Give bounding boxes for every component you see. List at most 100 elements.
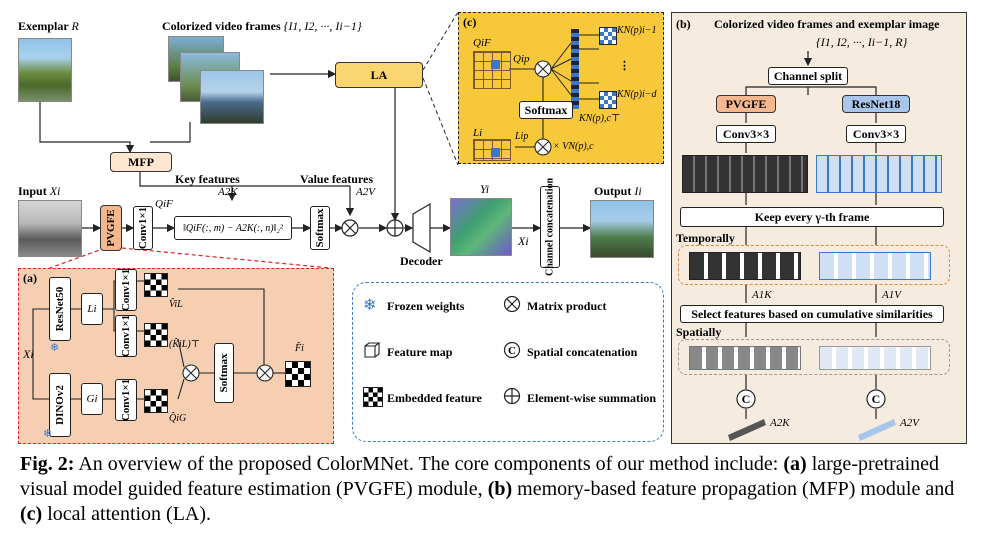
input-image: [18, 200, 82, 257]
caption-text4: local attention (LA).: [47, 503, 212, 525]
yi-image: [450, 198, 512, 256]
legend-embedded: Embedded feature: [387, 391, 482, 405]
output-label: Output Ii: [594, 184, 642, 198]
element-sum-icon: [503, 387, 521, 405]
a2k-label: A2K: [770, 417, 790, 429]
caption-c: (c): [20, 503, 43, 525]
value-var: A2V: [356, 186, 375, 198]
dinov2-box: DINOv2: [49, 373, 71, 437]
caption-text3: memory-based feature propagation (MFP) m…: [517, 478, 955, 500]
pvgfe-box: PVGFE: [100, 205, 122, 251]
q-label: QiF: [155, 198, 173, 210]
q-hat-label: Q̂iG: [169, 413, 187, 424]
panel-b-lines: C C: [728, 51, 896, 441]
key-features-label: Key features: [175, 172, 240, 186]
panel-c: (c) QiF Qip KN(p)i−1 ⋮ KN(p)i−d Softmax …: [458, 12, 664, 164]
mfp-box: MFP: [110, 152, 172, 172]
matrix-product-icon: [503, 295, 521, 313]
panel-a-softmax: Softmax: [214, 343, 234, 403]
caption-text1: An overview of the proposed ColorMNet. T…: [78, 453, 779, 475]
a1v-label: A1V: [882, 289, 901, 301]
k2-icon: [599, 91, 617, 109]
panel-a-xi: Xi: [23, 347, 34, 361]
qf-grid: [473, 51, 511, 89]
la-box: LA: [335, 62, 423, 88]
panel-b-pvgfe: PVGFE: [716, 95, 776, 113]
svg-text:C: C: [742, 392, 751, 406]
k-embedded-icon: [144, 323, 168, 347]
legend-sum: Element-wise summation: [527, 391, 656, 405]
panel-b-title: Colorized video frames and exemplar imag…: [714, 17, 940, 31]
channel-split-box: Channel split: [768, 67, 848, 85]
resnet-snowflake-icon: ❄: [50, 342, 60, 354]
k1-label: KN(p)i−1: [617, 25, 657, 36]
key-feature-stack: [682, 155, 808, 193]
yi-label: Yi: [480, 182, 490, 196]
caption-a: (a): [783, 453, 807, 475]
svg-text:C: C: [872, 392, 881, 406]
k2-label: KN(p)i−d: [617, 89, 657, 100]
qf-query-cell: [491, 60, 500, 69]
value-features-label: Value features: [300, 172, 373, 186]
keep-frame-box: Keep every γ-th frame: [680, 207, 944, 227]
svg-text:C: C: [508, 345, 516, 357]
panel-b-tag: (b): [676, 17, 691, 31]
value-feature-stack: [816, 155, 942, 193]
caption-text2: large-pretrained visual model guided fea…: [20, 453, 940, 500]
panel-c-tag: (c): [463, 15, 477, 29]
key-var: A2K: [218, 186, 238, 198]
a1k-label: A1K: [752, 289, 772, 301]
k-dots: ⋮: [619, 60, 630, 72]
feature-map-icon: [364, 342, 381, 358]
spatially-label: Spatially: [676, 325, 722, 339]
qp-label: Qip: [513, 53, 530, 65]
panel-b-resnet18: ResNet18: [842, 95, 910, 113]
panel-a-tag: (a): [23, 271, 37, 285]
conv1x1-box: Conv1×1: [133, 206, 153, 250]
f-hat-label: F̂i: [295, 343, 304, 354]
xi-label: Xi: [518, 234, 529, 248]
v-hat-label: V̂iL: [169, 299, 183, 310]
dino-snowflake-icon: ❄: [43, 428, 53, 440]
caption-fig: Fig. 2:: [20, 453, 75, 475]
a2v-label: A2V: [900, 417, 919, 429]
channel-concat-box: Channel concatenation: [540, 178, 560, 276]
frozen-weights-icon: ❄: [363, 297, 377, 314]
conv-v-box: Conv1×1: [115, 269, 137, 311]
f-embedded-icon: [285, 361, 311, 387]
figure-caption: Fig. 2: An overview of the proposed Colo…: [20, 452, 970, 527]
exemplar-image: [18, 38, 72, 102]
q-embedded-icon: [144, 389, 168, 413]
l-query-cell: [491, 148, 500, 157]
kmat-label: KN(p),c⊤: [579, 113, 621, 124]
legend-feature-map: Feature map: [387, 345, 453, 359]
panel-a: (a) Xi ResNet50 ❄ DINOv2 ❄ Li Gi Conv1×1…: [18, 268, 334, 444]
spatial-key-frames: [689, 346, 801, 370]
colorized-frames-label: Colorized video frames {I1, I2, ···, Ii−…: [162, 19, 362, 33]
frame-image-3: [200, 70, 264, 124]
legend-matrix: Matrix product: [527, 299, 607, 313]
input-label: Input Xi: [18, 184, 61, 198]
k1-icon: [599, 27, 617, 45]
gi-feature-map: Gi: [81, 383, 103, 415]
conv-q-box: Conv1×1: [115, 379, 137, 421]
distance-formula: ‖QiF(:, m) − A2K(:, n)‖₂²: [174, 216, 292, 240]
select-features-box: Select features based on cumulative simi…: [680, 305, 944, 323]
spatial-group: [678, 339, 950, 375]
softmax-box: Softmax: [310, 206, 330, 250]
v-embedded-icon: [144, 273, 168, 297]
temporally-label: Temporally: [676, 231, 735, 245]
exemplar-label: Exemplar R: [18, 19, 79, 33]
embedded-feature-icon: [363, 387, 383, 407]
spatial-concat-icon: C: [503, 341, 521, 359]
lp-label: Lip: [515, 131, 529, 142]
conv-right-box: Conv3×3: [846, 125, 906, 143]
conv-left-box: Conv3×3: [716, 125, 776, 143]
k-hat-label: (K̂iL)⊤: [169, 339, 201, 350]
qf-label: QiF: [473, 37, 491, 49]
panel-b: (b) Colorized video frames and exemplar …: [671, 12, 967, 444]
legend: ❄ Frozen weights Matrix product Feature …: [352, 282, 664, 442]
decoder-label: Decoder: [400, 254, 443, 268]
conv-k-box: Conv1×1: [115, 315, 137, 357]
